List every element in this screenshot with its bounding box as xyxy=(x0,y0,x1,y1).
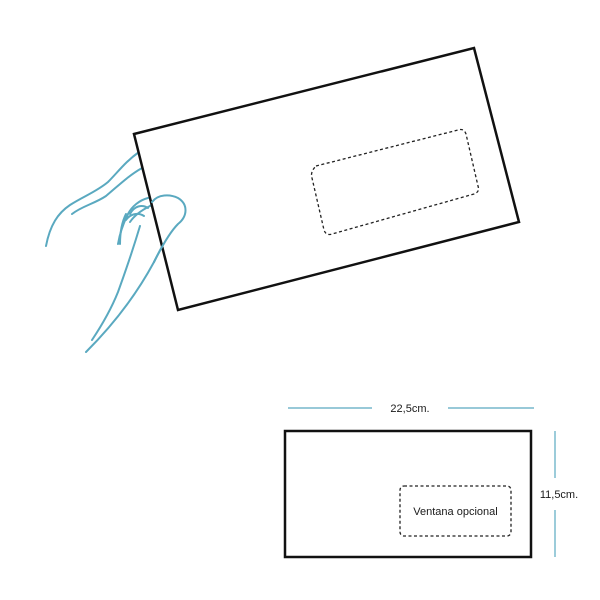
width-dimension: 22,5cm. xyxy=(288,403,534,415)
window-label: Ventana opcional xyxy=(413,506,497,518)
height-dimension: 11,5cm. xyxy=(540,431,578,557)
height-label: 11,5cm. xyxy=(540,489,578,501)
window-flat: Ventana opcional xyxy=(399,485,512,537)
thumb-overlay xyxy=(125,194,187,263)
width-label: 22,5cm. xyxy=(390,403,429,415)
envelope-tilted xyxy=(132,46,521,312)
envelope-flat: Ventana opcional xyxy=(283,429,533,559)
